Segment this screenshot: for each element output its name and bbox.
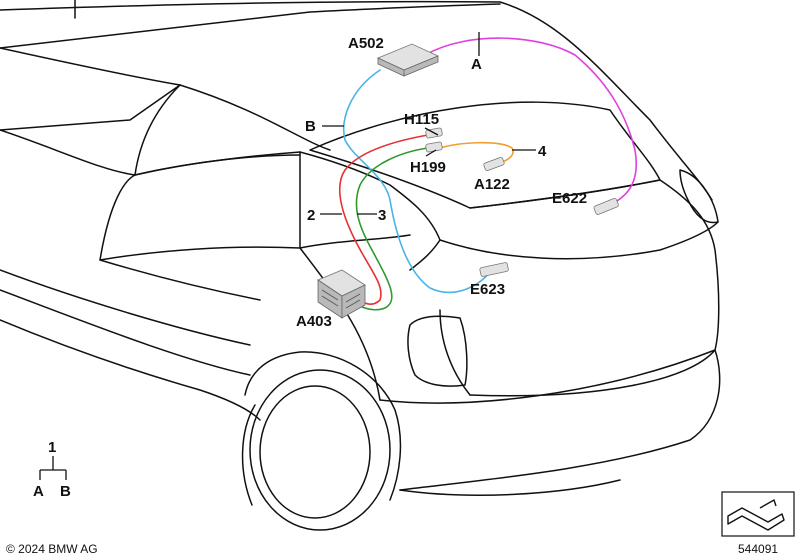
callout-labels: A502 A B H115 H199 4 A122 E622 2 3 E623 …	[296, 35, 587, 330]
label-e623: E623	[470, 281, 505, 298]
wire-a	[424, 37, 637, 206]
component-e623	[479, 262, 509, 277]
diagram-id: 544091	[738, 542, 778, 556]
arrow-box-icon[interactable]	[721, 491, 795, 537]
legend-tree: 1 A B	[33, 439, 71, 500]
legend-b: B	[60, 483, 71, 500]
component-e622	[593, 197, 619, 215]
label-4: 4	[538, 143, 547, 160]
wire-2	[339, 134, 429, 306]
legend-root: 1	[48, 439, 56, 456]
label-h115: H115	[404, 111, 439, 128]
label-3: 3	[378, 207, 386, 224]
label-b: B	[305, 118, 316, 135]
component-a122	[483, 156, 505, 172]
component-a403	[317, 269, 366, 319]
car-body-outline	[0, 0, 721, 531]
leader-lines	[320, 32, 536, 215]
label-a502: A502	[348, 35, 384, 52]
copyright-text: © 2024 BMW AG	[6, 542, 98, 556]
label-a122: A122	[474, 176, 510, 193]
wire-b	[343, 69, 491, 294]
wire-4	[439, 141, 514, 164]
legend-a: A	[33, 483, 44, 500]
component-a502	[377, 43, 439, 77]
label-2: 2	[307, 207, 315, 224]
label-e622: E622	[552, 190, 587, 207]
label-a403: A403	[296, 313, 332, 330]
label-h199: H199	[410, 159, 446, 176]
label-a: A	[471, 56, 482, 73]
wire-3	[355, 147, 429, 311]
wire-harnesses	[339, 37, 637, 311]
